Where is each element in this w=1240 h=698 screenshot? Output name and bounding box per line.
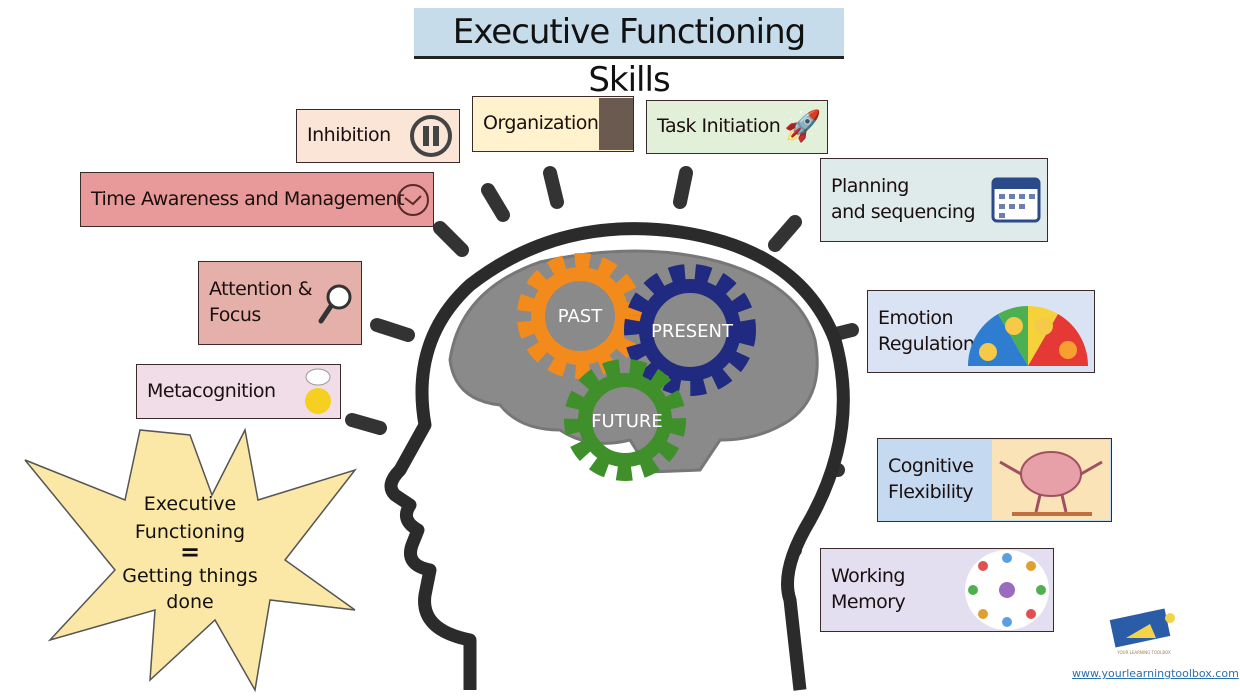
brain-character-icon [992, 440, 1110, 520]
skill-organization: Organization [472, 96, 634, 152]
clock-icon [397, 183, 429, 216]
skill-label: Metacognition [147, 379, 276, 402]
gear-past: PAST [517, 253, 643, 379]
burst-line3: Getting things [122, 565, 258, 587]
gear-present-label: PRESENT [651, 321, 734, 342]
burst-equals: = [180, 538, 200, 566]
skill-label: Time Awareness and Management [91, 187, 405, 210]
starburst: Executive Functioning = Getting things d… [24, 427, 358, 693]
logo-text: YOUR LEARNING TOOLBOX [1116, 650, 1171, 655]
skill-time-management: Time Awareness and Management [80, 172, 434, 227]
gear-future: FUTURE [564, 359, 686, 481]
binder-icon [599, 98, 633, 150]
burst-line1: Executive [144, 493, 237, 515]
pause-icon [410, 115, 452, 157]
skill-inhibition: Inhibition [296, 109, 460, 163]
skill-attention-focus: Attention &Focus [198, 261, 362, 345]
skill-task-initiation: Task Initiation 🚀 [646, 100, 828, 154]
calendar-icon [991, 177, 1041, 223]
thinking-face-icon [305, 368, 331, 414]
gear-present: PRESENT [624, 264, 756, 396]
skill-label: Organization [483, 112, 599, 135]
rocket-icon: 🚀 [784, 108, 821, 144]
logo: YOUR LEARNING TOOLBOX [1106, 598, 1186, 662]
memory-network-icon [965, 550, 1049, 630]
skill-label: Inhibition [307, 124, 391, 147]
gear-future-label: FUTURE [591, 411, 663, 432]
gear-past-label: PAST [558, 306, 603, 327]
emotion-meter-icon [968, 305, 1088, 366]
burst-line2: Functioning [135, 521, 245, 543]
skill-label: Task Initiation [657, 115, 781, 138]
magnifier-icon [318, 284, 352, 324]
toolbox-logo-icon: YOUR LEARNING TOOLBOX [1109, 608, 1175, 655]
skill-metacognition: Metacognition [136, 364, 341, 419]
burst-line4: done [166, 591, 213, 613]
skill-label: Attention &Focus [209, 278, 313, 326]
page-title: Executive Functioning Skills [414, 8, 844, 100]
website-link[interactable]: www.yourlearningtoolbox.com [1072, 667, 1239, 680]
